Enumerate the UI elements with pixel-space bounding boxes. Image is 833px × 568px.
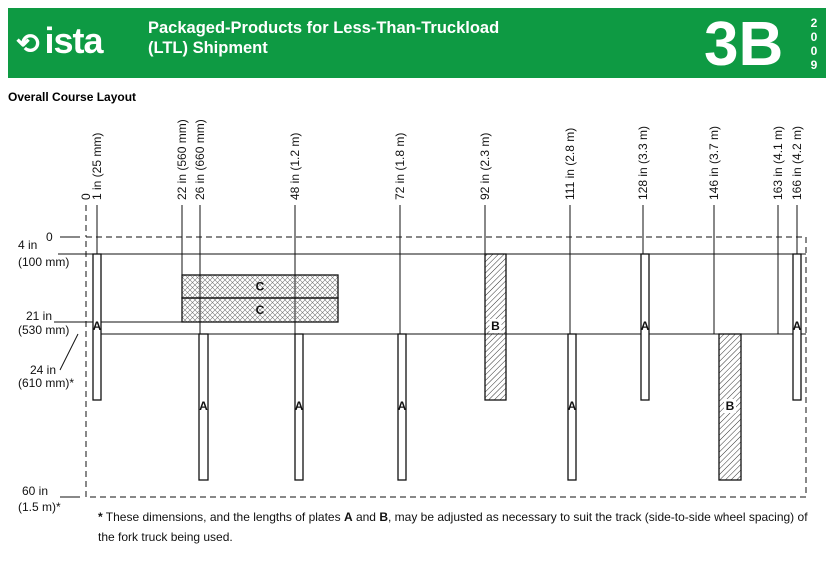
plate-label: B — [726, 399, 735, 413]
plate-a — [640, 253, 650, 401]
logo-text: ista — [44, 20, 103, 61]
x-dimension-label: 111 in (2.8 m) — [563, 128, 577, 200]
title-line-2: (LTL) Shipment — [148, 39, 268, 57]
plate-label: A — [793, 319, 802, 333]
y-dimension-label: 4 in — [18, 238, 37, 252]
x-dimension-label: 128 in (3.3 m) — [636, 126, 650, 200]
plate-a — [198, 333, 209, 481]
plate-label: A — [199, 399, 208, 413]
title-line-1: Packaged-Products for Less-Than-Truckloa… — [148, 19, 500, 37]
plate-label: A — [93, 319, 102, 333]
plate-label: B — [491, 319, 500, 333]
x-dimension-label: 22 in (560 mm) — [175, 119, 189, 200]
plate-a — [294, 333, 304, 481]
x-dimension-label: 146 in (3.7 m) — [707, 126, 721, 200]
x-dimension-label: 26 in (660 mm) — [193, 119, 207, 200]
document-title: Packaged-Products for Less-Than-Truckloa… — [148, 18, 628, 58]
footnote-text: and — [352, 510, 380, 524]
x-dimension-label: 166 in (4.2 m) — [790, 126, 804, 200]
year-digit: 2 — [810, 16, 818, 30]
plate-label-bg — [724, 399, 736, 413]
y-dimension-label: 24 in — [30, 363, 56, 377]
plate-label: C — [256, 280, 265, 294]
plate-label: A — [641, 319, 650, 333]
plate-a — [92, 253, 102, 401]
footnote: * These dimensions, and the lengths of p… — [98, 507, 818, 547]
header-banner: ⟲ista Packaged-Products for Less-Than-Tr… — [8, 8, 826, 78]
footnote-plate-b: B — [379, 510, 388, 524]
plate-label-bg — [489, 319, 502, 333]
y-dimension-label: 21 in — [26, 309, 52, 323]
y-dimension-label: (530 mm) — [18, 323, 69, 337]
plate-c — [181, 297, 339, 323]
y-dimension-label: (610 mm)* — [18, 376, 74, 390]
year-digit: 0 — [810, 30, 818, 44]
y-dimension-label: (1.5 m)* — [18, 500, 61, 514]
ista-logo: ⟲ista — [16, 20, 104, 62]
x-dimension-label: 1 in (25 mm) — [90, 133, 104, 200]
plate-label: C — [256, 303, 265, 317]
y-dimension-label: (100 mm) — [18, 255, 69, 269]
x-dimension-label: 0 — [79, 193, 93, 200]
y-dimension-label: 0 — [46, 230, 53, 244]
x-dimension-label: 163 in (4.1 m) — [771, 126, 785, 200]
plate-label: A — [568, 399, 577, 413]
year-digit: 0 — [810, 44, 818, 58]
x-dimension-label: 72 in (1.8 m) — [393, 133, 407, 200]
section-title: Overall Course Layout — [8, 90, 137, 104]
footnote-text: , may be adjusted as necessary to suit t… — [98, 510, 808, 544]
x-dimension-label: 48 in (1.2 m) — [288, 133, 302, 200]
y-dimension-label: 60 in — [22, 484, 48, 498]
plate-a — [792, 253, 802, 401]
footnote-plate-a: A — [343, 510, 353, 524]
plate-label: A — [398, 399, 407, 413]
plate-a — [567, 333, 577, 481]
year-digit: 9 — [810, 58, 818, 72]
recycle-arrows-icon: ⟲ — [16, 28, 39, 59]
plate-label: A — [295, 399, 304, 413]
course-boundary — [85, 236, 807, 498]
footnote-star: * — [98, 510, 103, 524]
procedure-code: 3B — [704, 10, 784, 79]
x-dimension-label: 92 in (2.3 m) — [478, 133, 492, 200]
plate-a — [397, 333, 407, 481]
footnote-text: These dimensions, and the lengths of pla… — [102, 510, 344, 524]
